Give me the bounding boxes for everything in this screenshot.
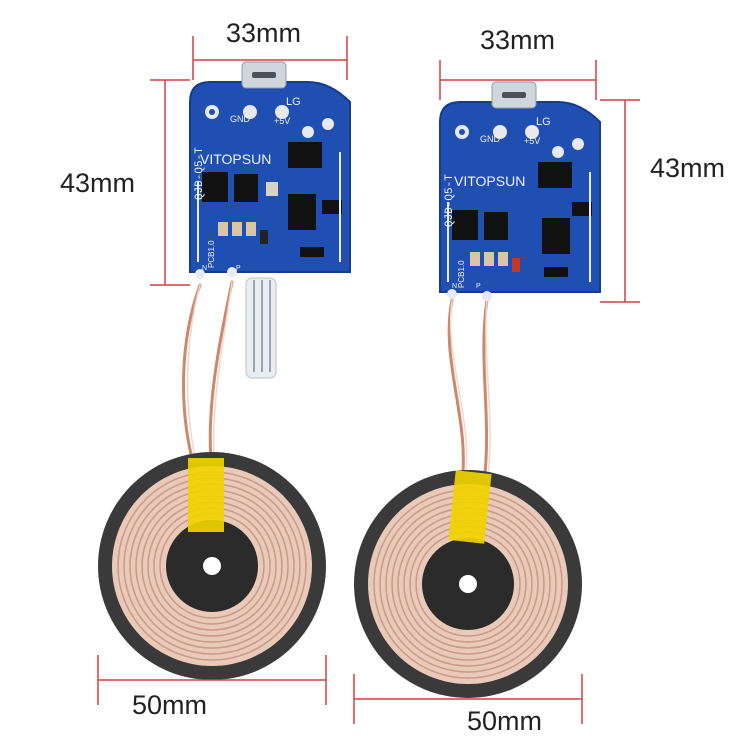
left-width-dimension-line [192,36,348,80]
left-p-label: P [236,265,241,272]
left-brand-label: VITOPSUN [200,151,271,167]
left-diameter-dimension-line [97,655,327,705]
right-module: LG GND +5V VITOPSUN QJD-Q5-T PCB1.0 N P [353,60,640,724]
left-gnd-label: GND [230,114,251,124]
right-width-dimension-line [439,60,597,100]
left-diameter-label: 50mm [132,690,208,720]
right-p-label: P [476,283,481,290]
left-pcb-version-label: PCB1.0 [207,240,216,268]
left-height-label: 43mm [60,168,136,198]
right-lg-label: LG [536,116,551,128]
right-charging-coil [354,470,582,698]
right-coil-wires [447,298,491,484]
left-width-label: 33mm [226,18,302,48]
right-model-label: QJD-Q5-T [444,174,456,227]
right-gnd-label: GND [480,134,501,144]
left-pcb-board: LG GND +5V VITOPSUN QJD-Q5-T PCB1.0 N P [189,61,351,279]
right-coil-tape [448,470,492,544]
right-pcb-version-label: PCB1.0 [457,260,466,288]
left-led [245,277,277,379]
left-charging-coil [98,452,326,680]
right-diameter-label: 50mm [467,706,543,736]
right-5v-label: +5V [524,136,540,146]
right-height-label: 43mm [650,153,726,183]
left-5v-label: +5V [274,116,290,126]
right-height-dimension-line [600,99,640,303]
right-brand-label: VITOPSUN [454,173,525,189]
left-lg-label: LG [286,96,301,108]
right-diameter-dimension-line [353,674,583,724]
left-model-label: QJD-Q5-T [194,147,206,200]
left-height-dimension-line [150,79,190,286]
right-pcb-board: LG GND +5V VITOPSUN QJD-Q5-T PCB1.0 N P [439,81,601,301]
left-module: LG GND +5V VITOPSUN QJD-Q5-T PCB1.0 N P [97,36,351,705]
left-coil-tape [188,458,224,532]
right-width-label: 33mm [480,25,556,55]
right-n-label: N [452,283,457,290]
left-coil-wires [182,280,234,472]
left-n-label: N [202,265,207,272]
